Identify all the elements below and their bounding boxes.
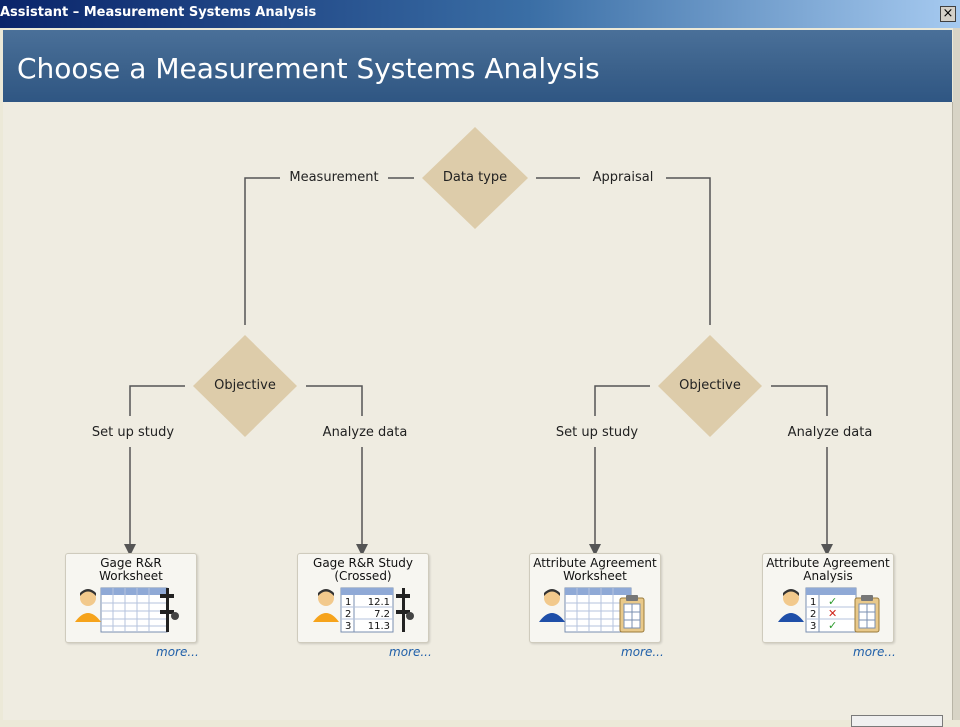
row-value: 7.2 bbox=[374, 609, 390, 620]
window-titlebar: Assistant – Measurement Systems Analysis… bbox=[0, 0, 960, 28]
row-value: 12.1 bbox=[368, 597, 390, 608]
card-title-line2: Worksheet bbox=[99, 569, 163, 583]
card-title: Gage R&R Worksheet bbox=[66, 557, 196, 583]
close-button[interactable]: × bbox=[940, 6, 956, 22]
diamond-objective-right bbox=[658, 335, 762, 437]
page-title: Choose a Measurement Systems Analysis bbox=[17, 52, 600, 85]
branch-label-measurement: Measurement bbox=[289, 170, 379, 185]
left-setup-label: Set up study bbox=[91, 425, 175, 440]
objective-label-right: Objective bbox=[679, 378, 741, 393]
window-border-right bbox=[953, 28, 960, 720]
window-title: Assistant – Measurement Systems Analysis bbox=[0, 5, 317, 20]
card-title-line2: (Crossed) bbox=[334, 569, 392, 583]
row-number: 3 bbox=[345, 621, 351, 632]
row-number: 2 bbox=[810, 609, 816, 620]
right-setup-label: Set up study bbox=[555, 425, 639, 440]
root-label: Data type bbox=[442, 170, 508, 185]
more-link-gage-rr-worksheet[interactable]: more... bbox=[156, 645, 199, 659]
diamond-objective-left bbox=[193, 335, 297, 437]
connector-left-analyze bbox=[306, 385, 363, 416]
card-title-line2: Worksheet bbox=[563, 569, 627, 583]
check-mark-icon: ✓ bbox=[828, 619, 837, 632]
connector-right-setup bbox=[594, 385, 650, 416]
right-analyze-label: Analyze data bbox=[787, 425, 873, 440]
connector-right-analyze bbox=[771, 385, 828, 416]
diamond-data-type bbox=[422, 127, 528, 229]
card-attribute-agreement-worksheet[interactable]: Attribute Agreement Worksheet bbox=[529, 553, 661, 643]
card-title-line1: Attribute Agreement bbox=[766, 556, 890, 570]
connector-appraisal bbox=[666, 177, 711, 325]
study-person-gage-icon: 1 2 3 12.1 7.2 11.3 bbox=[313, 587, 414, 633]
row-number: 3 bbox=[810, 621, 816, 632]
objective-label-left: Objective bbox=[214, 378, 276, 393]
card-title: Attribute Agreement Worksheet bbox=[530, 557, 660, 583]
card-gage-rr-worksheet[interactable]: Gage R&R Worksheet bbox=[65, 553, 197, 643]
branch-label-appraisal: Appraisal bbox=[592, 170, 654, 185]
more-link-attribute-worksheet[interactable]: more... bbox=[621, 645, 664, 659]
worksheet-person-gage-icon bbox=[75, 587, 179, 633]
left-analyze-label: Analyze data bbox=[322, 425, 408, 440]
cross-mark-icon: ✕ bbox=[828, 607, 837, 620]
analysis-person-clipboard-icon: 1 2 3 ✓ ✕ ✓ bbox=[778, 587, 880, 633]
connector-measurement bbox=[244, 177, 280, 325]
card-title: Attribute Agreement Analysis bbox=[763, 557, 893, 583]
page-header: Choose a Measurement Systems Analysis bbox=[3, 30, 952, 102]
card-title-line2: Analysis bbox=[803, 569, 853, 583]
row-number: 1 bbox=[345, 597, 351, 608]
row-number: 1 bbox=[810, 597, 816, 608]
card-title-line1: Gage R&R Study bbox=[313, 556, 413, 570]
card-title-line1: Gage R&R bbox=[100, 556, 162, 570]
card-attribute-agreement-analysis[interactable]: Attribute Agreement Analysis 1 2 3 ✓ ✕ ✓ bbox=[762, 553, 894, 643]
connector-left-setup bbox=[129, 385, 185, 416]
check-mark-icon: ✓ bbox=[828, 595, 837, 608]
card-title: Gage R&R Study (Crossed) bbox=[298, 557, 428, 583]
card-title-line1: Attribute Agreement bbox=[533, 556, 657, 570]
worksheet-person-clipboard-icon bbox=[539, 587, 645, 633]
row-value: 11.3 bbox=[368, 621, 390, 632]
more-link-gage-rr-study[interactable]: more... bbox=[389, 645, 432, 659]
card-gage-rr-study-crossed[interactable]: Gage R&R Study (Crossed) 1 2 3 12.1 7.2 … bbox=[297, 553, 429, 643]
dialog-button-partial[interactable] bbox=[851, 715, 943, 727]
more-link-attribute-analysis[interactable]: more... bbox=[853, 645, 896, 659]
row-number: 2 bbox=[345, 609, 351, 620]
